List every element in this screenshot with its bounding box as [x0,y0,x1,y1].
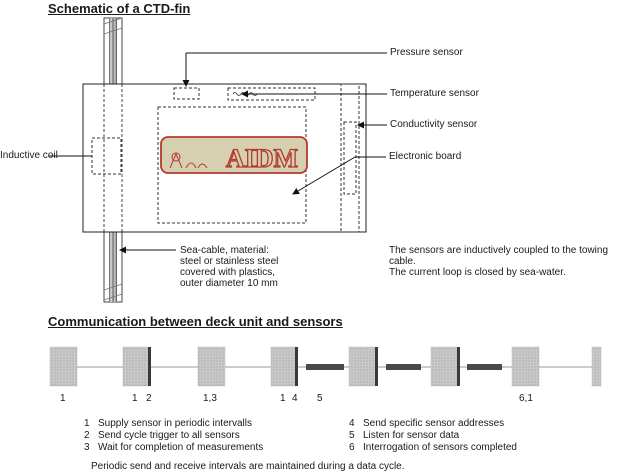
conductivity-sensor-label: Conductivity sensor [390,119,478,130]
aidm-logo: AIDM [160,136,308,174]
legend-num: 5 [349,430,355,441]
legend-text: Send specific sensor addresses [363,418,505,429]
legend-text: Listen for sensor data [363,430,460,441]
inductive-coil-box [91,137,122,175]
inductive-coupling-note: The sensors are inductively coupled to t… [389,245,609,278]
timeline-marker: 1 [60,393,66,404]
svg-text:AIDM: AIDM [226,144,298,173]
temperature-sensor-label: Temperature sensor [390,88,479,99]
timeline-marker: 6,1 [519,393,533,404]
timeline-marker: 4 [292,393,298,404]
legend-num: 4 [349,418,355,429]
sea-cable [103,17,123,303]
legend-text: Wait for completion of measurements [98,442,264,453]
conductivity-sensor-box [340,83,360,233]
communication-title: Communication between deck unit and sens… [48,314,343,329]
electronic-board-label: Electronic board [389,151,462,162]
legend-text: Send cycle trigger to all sensors [98,430,240,441]
timeline-marker: 5 [317,393,323,404]
legend-num: 1 [84,418,90,429]
timeline-marker: 1 [132,393,138,404]
footer-note: Periodic send and receive intervals are … [91,461,405,472]
pressure-sensor-box [173,87,200,100]
schematic-title: Schematic of a CTD-fin [48,1,191,16]
inductive-coil-label: Inductive coil [0,150,58,161]
legend-num: 2 [84,430,90,441]
timeline [49,346,602,387]
sea-cable-label: Sea-cable, material: steel or stainless … [180,245,279,289]
legend-text: Supply sensor in periodic intervalls [98,418,252,429]
pressure-sensor-label: Pressure sensor [390,47,463,58]
fin-body [82,83,367,233]
timeline-marker: 2 [146,393,152,404]
timeline-marker: 1 [280,393,286,404]
legend-text: Interrogation of sensors completed [363,442,517,453]
legend-num: 3 [84,442,90,453]
timeline-marker: 1,3 [203,393,217,404]
legend-num: 6 [349,442,355,453]
